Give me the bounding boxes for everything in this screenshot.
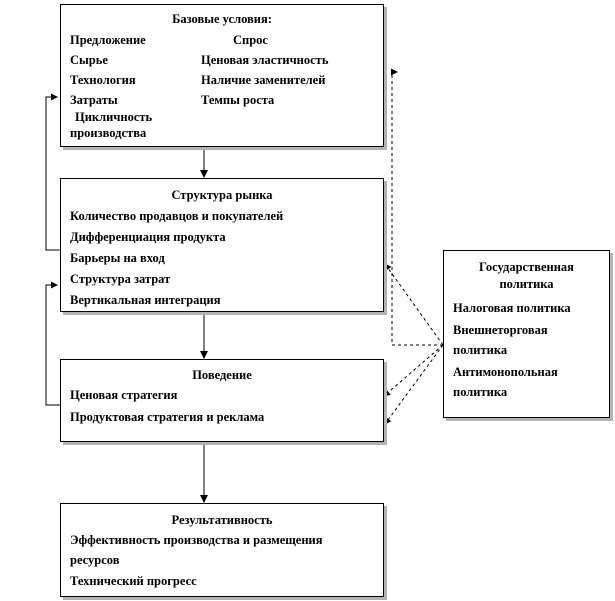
supply-item: производства xyxy=(70,126,147,140)
performance-item: Технический прогресс xyxy=(70,574,197,588)
conduct-item: Ценовая стратегия xyxy=(70,388,178,402)
dashed-policy-to-structure xyxy=(384,263,444,346)
supply-item: Цикличность xyxy=(75,110,153,124)
performance-item: Эффективность производства и размещения xyxy=(70,533,323,547)
demand-item: Наличие заменителей xyxy=(201,73,326,87)
policy-item: политика xyxy=(453,385,508,399)
policy-item: Антимонопольная xyxy=(453,365,558,379)
market-structure-title: Структура рынка xyxy=(171,188,273,202)
market-structure-box: Структура рынка Количество продавцов и п… xyxy=(60,178,384,312)
government-policy-box: Государственная политика Налоговая полит… xyxy=(443,250,610,418)
market-structure-item: Дифференциация продукта xyxy=(70,230,226,244)
market-structure-item: Барьеры на вход xyxy=(70,251,165,265)
supply-item: Затраты xyxy=(70,93,118,107)
demand-item: Темпы роста xyxy=(201,93,275,107)
market-structure-item: Структура затрат xyxy=(70,272,171,286)
policy-item: Налоговая политика xyxy=(453,301,571,315)
market-structure-item: Количество продавцов и покупателей xyxy=(70,209,284,223)
government-policy-title: политика xyxy=(499,277,554,291)
supply-header: Предложение xyxy=(70,33,146,47)
conduct-box: Поведение Ценовая стратегия Продуктовая … xyxy=(60,359,384,442)
performance-box: Результативность Эффективность производс… xyxy=(60,503,384,597)
performance-item: ресурсов xyxy=(70,553,120,567)
conduct-title: Поведение xyxy=(192,368,252,382)
feedback-conduct-to-structure xyxy=(45,281,60,406)
supply-item: Сырье xyxy=(70,53,108,67)
performance-title: Результативность xyxy=(171,513,273,527)
demand-item: Ценовая эластичность xyxy=(201,53,329,67)
basic-conditions-box: Базовые условия: Предложение Спрос Сырье… xyxy=(60,4,384,147)
policy-item: Внешнеторговая xyxy=(453,323,548,337)
demand-header: Спрос xyxy=(233,33,268,47)
government-policy-title: Государственная xyxy=(479,260,574,274)
basic-conditions-title: Базовые условия: xyxy=(172,12,272,26)
feedback-structure-to-basic xyxy=(45,93,60,251)
conduct-item: Продуктовая стратегия и реклама xyxy=(70,410,265,424)
dashed-policy-to-basic xyxy=(391,68,443,346)
dashed-policy-to-conduct-top xyxy=(383,344,444,397)
supply-item: Технология xyxy=(70,73,136,87)
policy-item: политика xyxy=(453,343,508,357)
dashed-policy-to-conduct-bottom xyxy=(384,344,444,425)
market-structure-item: Вертикальная интеграция xyxy=(70,293,221,307)
